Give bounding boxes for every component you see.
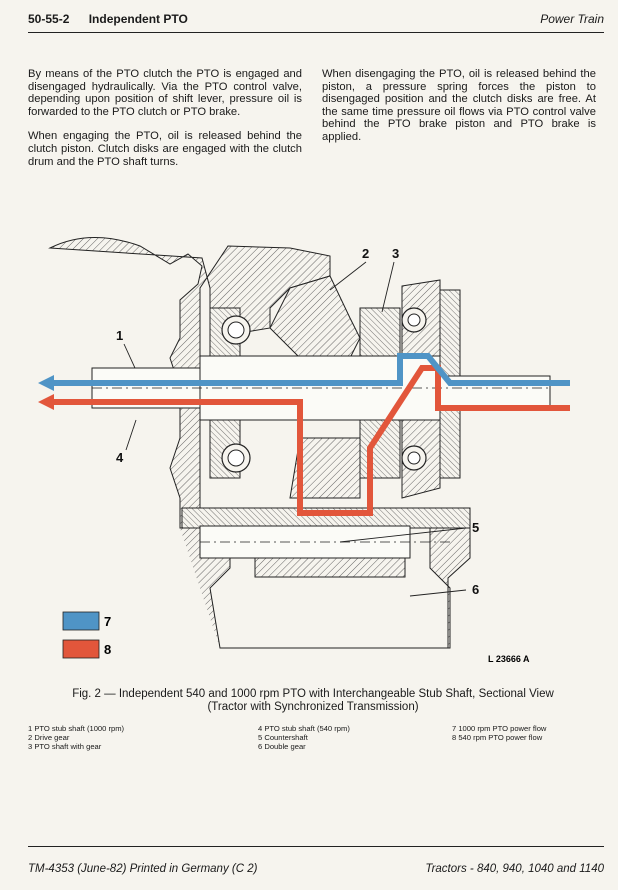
flow-1000-path	[50, 353, 570, 386]
figure-legend: 7 8	[62, 611, 111, 659]
legend-item: 4 PTO stub shaft (540 rpm)	[258, 724, 350, 733]
text-column-right: When disengaging the PTO, oil is release…	[322, 68, 596, 156]
chapter-title: Power Train	[540, 12, 604, 26]
legend-item: 2 Drive gear	[28, 733, 70, 743]
legend-list-column: 4 PTO stub shaft (540 rpm) 5 Countershaf…	[258, 724, 350, 752]
legend-list-column: 7 1000 rpm PTO power flow 8 540 rpm PTO …	[452, 724, 546, 742]
text-column-left: By means of the PTO clutch the PTO is en…	[28, 68, 302, 180]
legend-item: 6 Double gear	[258, 742, 306, 752]
page-footer: TM-4353 (June-82) Printed in Germany (C …	[28, 846, 604, 875]
legend-key-7: 7	[104, 614, 111, 629]
legend-item: 8 540 rpm PTO power flow	[452, 733, 543, 743]
pto-sectional-view-figure: 1 4 2 3 5 6 7 8 L 23666 A	[38, 237, 570, 664]
page-header: 50-55-2 Independent PTO Power Train	[28, 10, 604, 33]
footer-publication: TM-4353 (June-82) Printed in Germany (C …	[28, 863, 258, 875]
legend-list-column: 1 PTO stub shaft (1000 rpm) 2 Drive gear…	[28, 724, 124, 752]
legend-item: 3 PTO shaft with gear	[28, 742, 102, 752]
callout-3: 3	[392, 246, 399, 261]
legend-key-8: 8	[104, 642, 111, 657]
legend-item: 7 1000 rpm PTO power flow	[452, 724, 547, 733]
legend-item: 5 Countershaft	[258, 733, 308, 743]
flow-1000-arrowhead	[38, 375, 54, 391]
callout-6: 6	[472, 582, 479, 597]
countershaft	[199, 525, 450, 559]
paragraph: When disengaging the PTO, oil is release…	[322, 68, 596, 143]
callout-4: 4	[116, 450, 124, 465]
section-number: 50-55-2	[28, 12, 70, 26]
callout-leaders	[123, 261, 467, 597]
footer-models: Tractors - 840, 940, 1040 and 1140	[425, 863, 604, 875]
housing	[48, 237, 471, 649]
section-heading: 50-55-2 Independent PTO	[28, 12, 188, 26]
callout-5: 5	[472, 520, 479, 535]
callout-1: 1	[116, 328, 123, 343]
legend-item: 1 PTO stub shaft (1000 rpm)	[28, 724, 125, 733]
legend-swatch-8	[62, 639, 100, 659]
legend-swatch-7	[62, 611, 100, 631]
section-title: Independent PTO	[88, 12, 188, 26]
flow-540-arrowhead	[38, 394, 54, 410]
drawing-id: L 23666 A	[488, 654, 530, 664]
paragraph: By means of the PTO clutch the PTO is en…	[28, 68, 302, 118]
flow-540-path	[50, 365, 570, 516]
callout-2: 2	[362, 246, 369, 261]
figure-caption: Fig. 2 — Independent 540 and 1000 rpm PT…	[30, 688, 596, 714]
paragraph: When engaging the PTO, oil is released b…	[28, 130, 302, 168]
caption-line: (Tractor with Synchronized Transmission)	[207, 701, 419, 713]
caption-line: Fig. 2 — Independent 540 and 1000 rpm PT…	[72, 688, 554, 700]
